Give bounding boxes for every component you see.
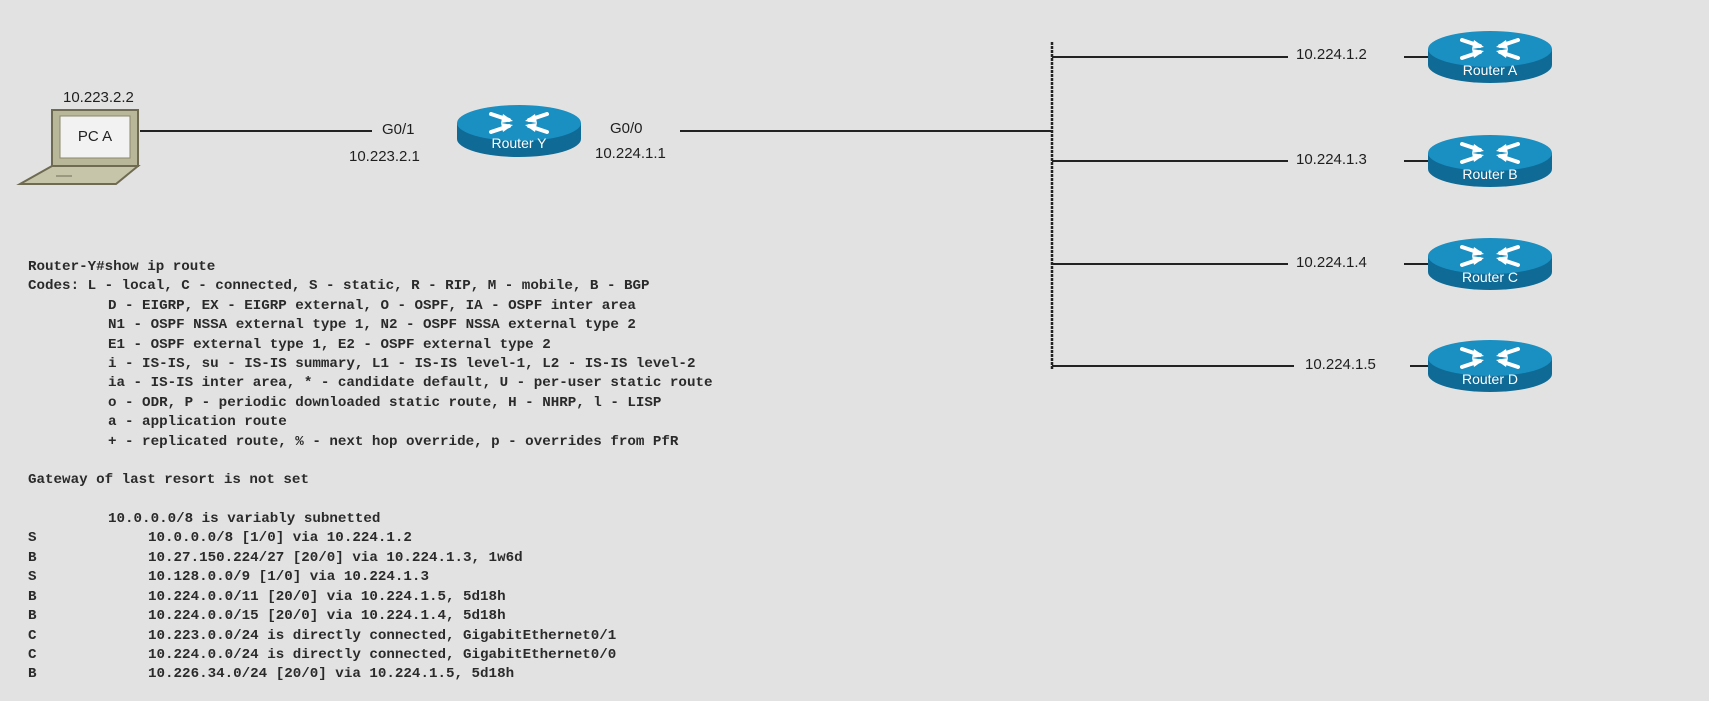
route-text: 10.224.0.0/11 [20/0] via 10.224.1.5, 5d1… xyxy=(148,588,506,605)
router-b-label: Router B xyxy=(1462,166,1517,182)
route-entry: B 10.224.0.0/15 [20/0] via 10.224.1.4, 5… xyxy=(28,607,713,626)
router-c-ip-label: 10.224.1.4 xyxy=(1296,254,1367,271)
route-text: 10.27.150.224/27 [20/0] via 10.224.1.3, … xyxy=(148,549,523,566)
pc-a-ip-label: 10.223.2.2 xyxy=(63,89,134,106)
route-text: 10.224.0.0/15 [20/0] via 10.224.1.4, 5d1… xyxy=(148,608,506,625)
route-text: 10.223.0.0/24 is directly connected, Gig… xyxy=(148,627,617,644)
route-code: C xyxy=(28,627,37,644)
route-entry: C 10.224.0.0/24 is directly connected, G… xyxy=(28,646,713,665)
router-y-left-ip-label: 10.223.2.1 xyxy=(349,148,420,165)
cli-command: Router-Y#show ip route xyxy=(28,259,216,275)
route-code: B xyxy=(28,608,37,625)
route-text: 10.224.0.0/24 is directly connected, Gig… xyxy=(148,646,617,663)
router-a-label: Router A xyxy=(1463,62,1518,78)
route-entry: B 10.27.150.224/27 [20/0] via 10.224.1.3… xyxy=(28,549,713,568)
cli-codes-line: D - EIGRP, EX - EIGRP external, O - OSPF… xyxy=(108,297,636,314)
cli-codes-line: E1 - OSPF external type 1, E2 - OSPF ext… xyxy=(108,336,551,353)
router-y-right-ip-label: 10.224.1.1 xyxy=(595,145,666,162)
cli-subnetted-line: 10.0.0.0/8 is variably subnetted xyxy=(108,511,381,528)
router-b-ip-label: 10.224.1.3 xyxy=(1296,151,1367,168)
route-code: C xyxy=(28,646,37,663)
pc-a-label: PC A xyxy=(78,128,112,145)
route-code: B xyxy=(28,549,37,566)
route-code: S xyxy=(28,530,37,547)
route-text: 10.226.34.0/24 [20/0] via 10.224.1.5, 5d… xyxy=(148,666,515,683)
show-ip-route-output: Router-Y#show ip route Codes: L - local,… xyxy=(28,258,713,685)
router-y-left-port-label: G0/1 xyxy=(382,121,415,138)
cli-codes-line: a - application route xyxy=(108,414,287,431)
router-y-label: Router Y xyxy=(492,135,548,151)
route-entry: B 10.226.34.0/24 [20/0] via 10.224.1.5, … xyxy=(28,665,713,684)
router-a-ip-label: 10.224.1.2 xyxy=(1296,46,1367,63)
cli-codes-line: ia - IS-IS inter area, * - candidate def… xyxy=(108,375,713,392)
cli-codes-line: o - ODR, P - periodic downloaded static … xyxy=(108,394,662,411)
route-code: S xyxy=(28,569,37,586)
cli-codes-line: Codes: L - local, C - connected, S - sta… xyxy=(28,278,650,295)
route-text: 10.0.0.0/8 [1/0] via 10.224.1.2 xyxy=(148,530,412,547)
router-y-right-port-label: G0/0 xyxy=(610,120,643,137)
route-code: B xyxy=(28,588,37,605)
route-code: B xyxy=(28,666,37,683)
route-entry: S 10.0.0.0/8 [1/0] via 10.224.1.2 xyxy=(28,529,713,548)
route-entry: C 10.223.0.0/24 is directly connected, G… xyxy=(28,627,713,646)
cli-gateway-line: Gateway of last resort is not set xyxy=(28,472,309,489)
cli-codes-line: N1 - OSPF NSSA external type 1, N2 - OSP… xyxy=(108,317,636,334)
router-c-label: Router C xyxy=(1462,269,1518,285)
cli-codes-line: + - replicated route, % - next hop overr… xyxy=(108,433,679,450)
pc-a-laptop-icon xyxy=(16,109,141,185)
route-text: 10.128.0.0/9 [1/0] via 10.224.1.3 xyxy=(148,569,429,586)
route-entry: S 10.128.0.0/9 [1/0] via 10.224.1.3 xyxy=(28,568,713,587)
cli-codes-line: i - IS-IS, su - IS-IS summary, L1 - IS-I… xyxy=(108,355,696,372)
route-entry: B 10.224.0.0/11 [20/0] via 10.224.1.5, 5… xyxy=(28,588,713,607)
router-d-label: Router D xyxy=(1462,371,1518,387)
router-d-ip-label: 10.224.1.5 xyxy=(1305,356,1376,373)
